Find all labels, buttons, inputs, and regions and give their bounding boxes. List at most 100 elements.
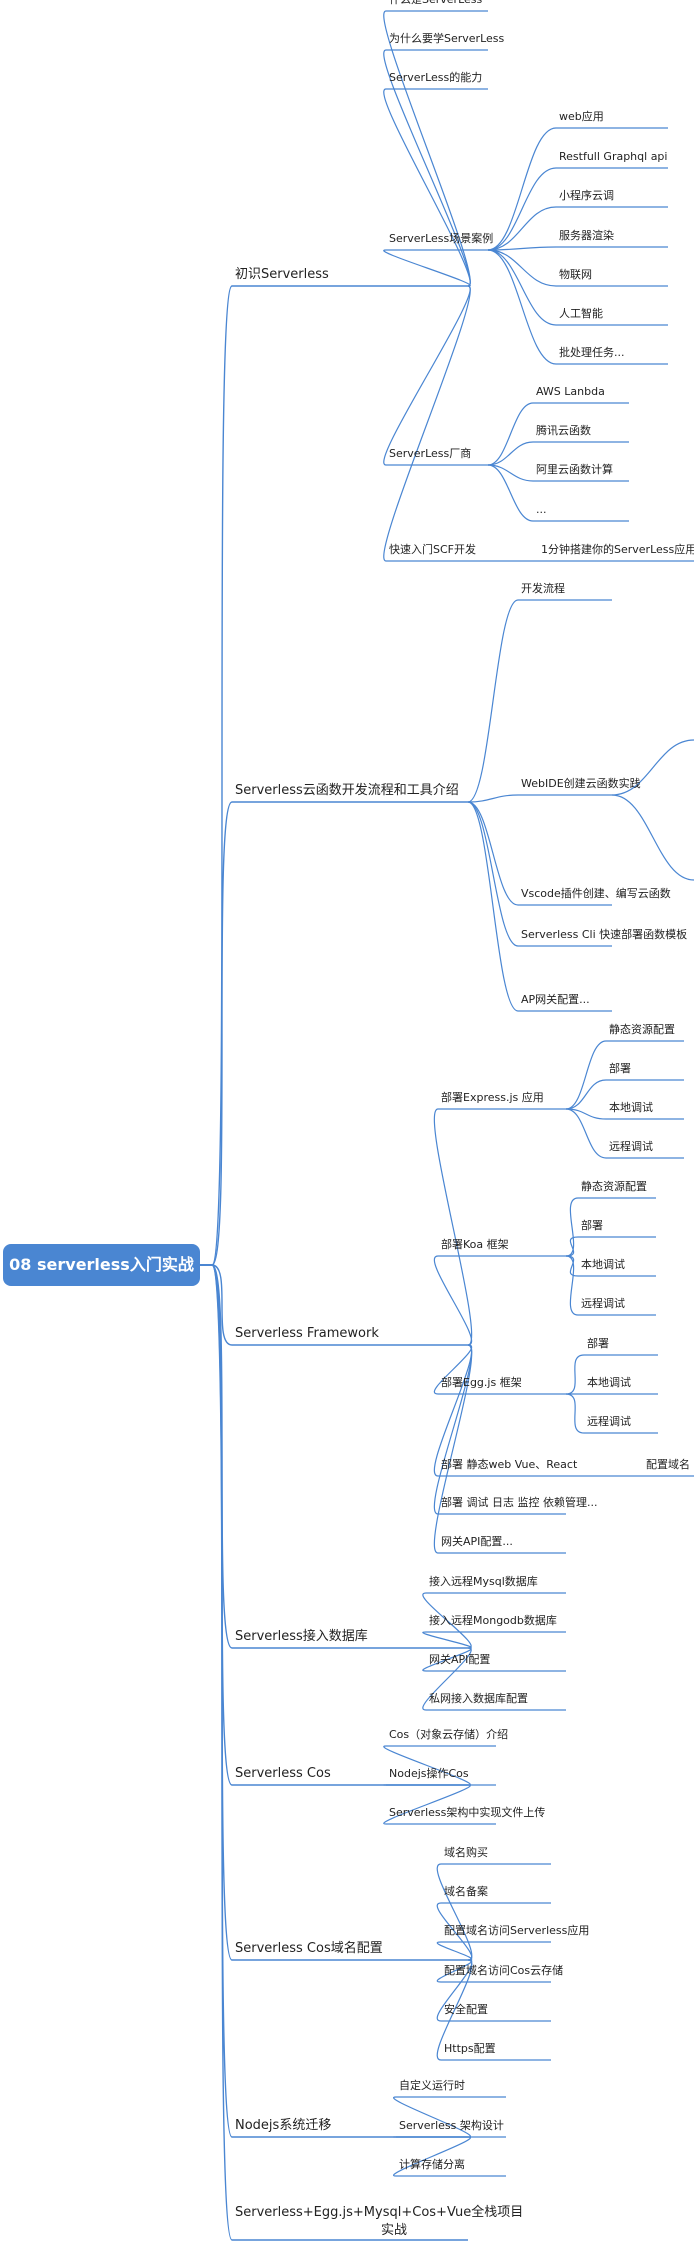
subtopic-label[interactable]: AWS Lanbda — [536, 385, 605, 398]
subtopic-label[interactable]: 部署 — [609, 1062, 631, 1075]
topic-label[interactable]: Nodejs操作Cos — [389, 1767, 469, 1780]
subtopic-label[interactable]: 静态资源配置 — [581, 1180, 647, 1193]
connector-offscreen — [611, 794, 694, 881]
connector-l3 — [565, 1040, 607, 1110]
section-label-line[interactable]: 实战 — [381, 2223, 408, 2238]
topic-label[interactable]: 域名购买 — [444, 1846, 488, 1859]
connector-l3 — [487, 249, 557, 326]
section-label[interactable]: Serverless云函数开发流程和工具介绍 — [235, 783, 459, 798]
connector-l2 — [422, 1592, 472, 1649]
connector-l2 — [433, 1108, 473, 1346]
section-label[interactable]: Serverless Framework — [235, 1326, 379, 1341]
topic-label[interactable]: 部署Egg.js 框架 — [441, 1376, 522, 1389]
connector-l3 — [487, 167, 557, 251]
section-label[interactable]: Serverless Cos — [235, 1766, 331, 1781]
subtopic-label[interactable]: 本地调试 — [587, 1376, 631, 1389]
topic-label[interactable]: AP网关配置... — [521, 993, 590, 1006]
topic-label[interactable]: ServerLess厂商 — [389, 447, 472, 460]
section-label[interactable]: Serverless Cos域名配置 — [235, 1941, 383, 1956]
topic-label[interactable]: ServerLess场景案例 — [389, 232, 494, 245]
connector-l1 — [211, 801, 233, 1266]
subtopic-label[interactable]: 部署 — [587, 1337, 609, 1350]
subtopic-label[interactable]: ... — [536, 503, 547, 516]
connector-l2 — [393, 2136, 471, 2177]
topic-label[interactable]: Cos（对象云存储）介绍 — [389, 1728, 509, 1741]
topic-label[interactable]: Serverless架构中实现文件上传 — [389, 1806, 546, 1819]
connector-l3 — [565, 1354, 585, 1395]
subtopic-label[interactable]: web应用 — [559, 110, 604, 123]
topic-label[interactable]: Serverless Cli 快速部署函数模板 — [521, 928, 688, 941]
section-label[interactable]: Serverless接入数据库 — [235, 1629, 368, 1644]
connector-l3 — [565, 1197, 579, 1257]
connector-l3 — [565, 1079, 607, 1110]
connector-l2 — [393, 2096, 471, 2138]
subtopic-label[interactable]: 部署 — [581, 1219, 603, 1232]
topic-label[interactable]: ServerLess的能力 — [389, 71, 483, 84]
topic-label[interactable]: 开发流程 — [521, 582, 565, 595]
topic-label[interactable]: WebIDE创建云函数实践 — [521, 777, 641, 790]
subtopic-label[interactable]: 服务器渲染 — [559, 229, 614, 242]
topic-label[interactable]: 配置域名访问Serverless应用 — [444, 1924, 590, 1937]
connector-l2 — [467, 794, 519, 803]
topic-label[interactable]: 配置域名访问Cos云存储 — [444, 1964, 564, 1977]
subtopic-label[interactable]: 本地调试 — [581, 1258, 625, 1271]
section-label[interactable]: 初识Serverless — [235, 267, 329, 282]
subtopic-label[interactable]: 静态资源配置 — [609, 1023, 675, 1036]
subtopic-label[interactable]: 物联网 — [559, 268, 592, 281]
topic-label[interactable]: 部署 调试 日志 监控 依赖管理... — [441, 1496, 598, 1509]
connector-l2 — [467, 801, 519, 947]
connector-offscreen — [611, 739, 694, 796]
topic-label[interactable]: 自定义运行时 — [399, 2079, 465, 2092]
topic-label[interactable]: 部署Express.js 应用 — [441, 1091, 544, 1104]
topic-label[interactable]: 接入远程Mysql数据库 — [429, 1575, 538, 1588]
connector-l2 — [433, 1255, 473, 1346]
subtopic-label[interactable]: 阿里云函数计算 — [536, 463, 613, 476]
connector-l2 — [436, 1941, 473, 1961]
topic-label[interactable]: 安全配置 — [444, 2003, 488, 2016]
subtopic-label[interactable]: 本地调试 — [609, 1101, 653, 1114]
connector-l3 — [487, 206, 557, 251]
connector-l2 — [436, 1959, 473, 2061]
connector-l2 — [383, 285, 471, 466]
subtopic-label[interactable]: 腾讯云函数 — [536, 424, 591, 437]
subtopic-label[interactable]: 人工智能 — [559, 307, 603, 320]
section-label[interactable]: Nodejs系统迁移 — [235, 2118, 332, 2133]
topic-label[interactable]: 计算存储分离 — [399, 2158, 465, 2171]
subtopic-label[interactable]: 远程调试 — [581, 1297, 625, 1310]
subtopic-label[interactable]: 远程调试 — [609, 1140, 653, 1153]
connector-l3 — [565, 1393, 585, 1434]
topic-label[interactable]: 接入远程Mongodb数据库 — [429, 1614, 557, 1627]
connector-l2 — [467, 801, 519, 906]
topic-label[interactable]: 网关API配置 — [429, 1653, 491, 1666]
subtopic-label[interactable]: 批处理任务... — [559, 346, 625, 359]
subtopic-label[interactable]: 远程调试 — [587, 1415, 631, 1428]
subtopic-label[interactable]: 1分钟搭建你的ServerLess应用 — [541, 543, 694, 556]
topic-label[interactable]: 部署Koa 框架 — [441, 1238, 509, 1251]
connector-l3 — [565, 1255, 579, 1316]
topic-label[interactable]: 什么是ServerLess — [389, 0, 482, 7]
topic-label[interactable]: 域名备案 — [444, 1885, 488, 1898]
connector-l3 — [487, 246, 557, 251]
subtopic-label[interactable]: 配置域名 — [646, 1458, 690, 1471]
connector-l2 — [422, 1631, 472, 1649]
connector-l3 — [487, 441, 534, 466]
section-label-line[interactable]: Serverless+Egg.js+Mysql+Cos+Vue全栈项目 — [235, 2205, 524, 2220]
connector-l3 — [565, 1236, 579, 1257]
topic-label[interactable]: 快速入门SCF开发 — [389, 543, 476, 556]
connector-l2 — [383, 49, 471, 287]
topic-label[interactable]: Https配置 — [444, 2042, 496, 2055]
topic-label[interactable]: 部署 静态web Vue、React — [441, 1458, 578, 1471]
topic-label[interactable]: 私网接入数据库配置 — [429, 1692, 528, 1705]
topic-label[interactable]: 为什么要学ServerLess — [389, 32, 505, 45]
connector-l2 — [383, 88, 471, 287]
connector-l2 — [383, 285, 471, 562]
root-node[interactable]: 08 serverless入门实战 — [3, 1244, 200, 1286]
connector-l2 — [433, 1344, 473, 1554]
topic-label[interactable]: 网关API配置... — [441, 1535, 513, 1548]
topic-label[interactable]: Vscode插件创建、编写云函数 — [521, 887, 671, 900]
topic-label[interactable]: Serverless 架构设计 — [399, 2119, 504, 2132]
subtopic-label[interactable]: Restfull Graphql api — [559, 150, 668, 163]
connector-l1 — [211, 1264, 233, 1346]
subtopic-label[interactable]: 小程序云调 — [559, 189, 614, 202]
